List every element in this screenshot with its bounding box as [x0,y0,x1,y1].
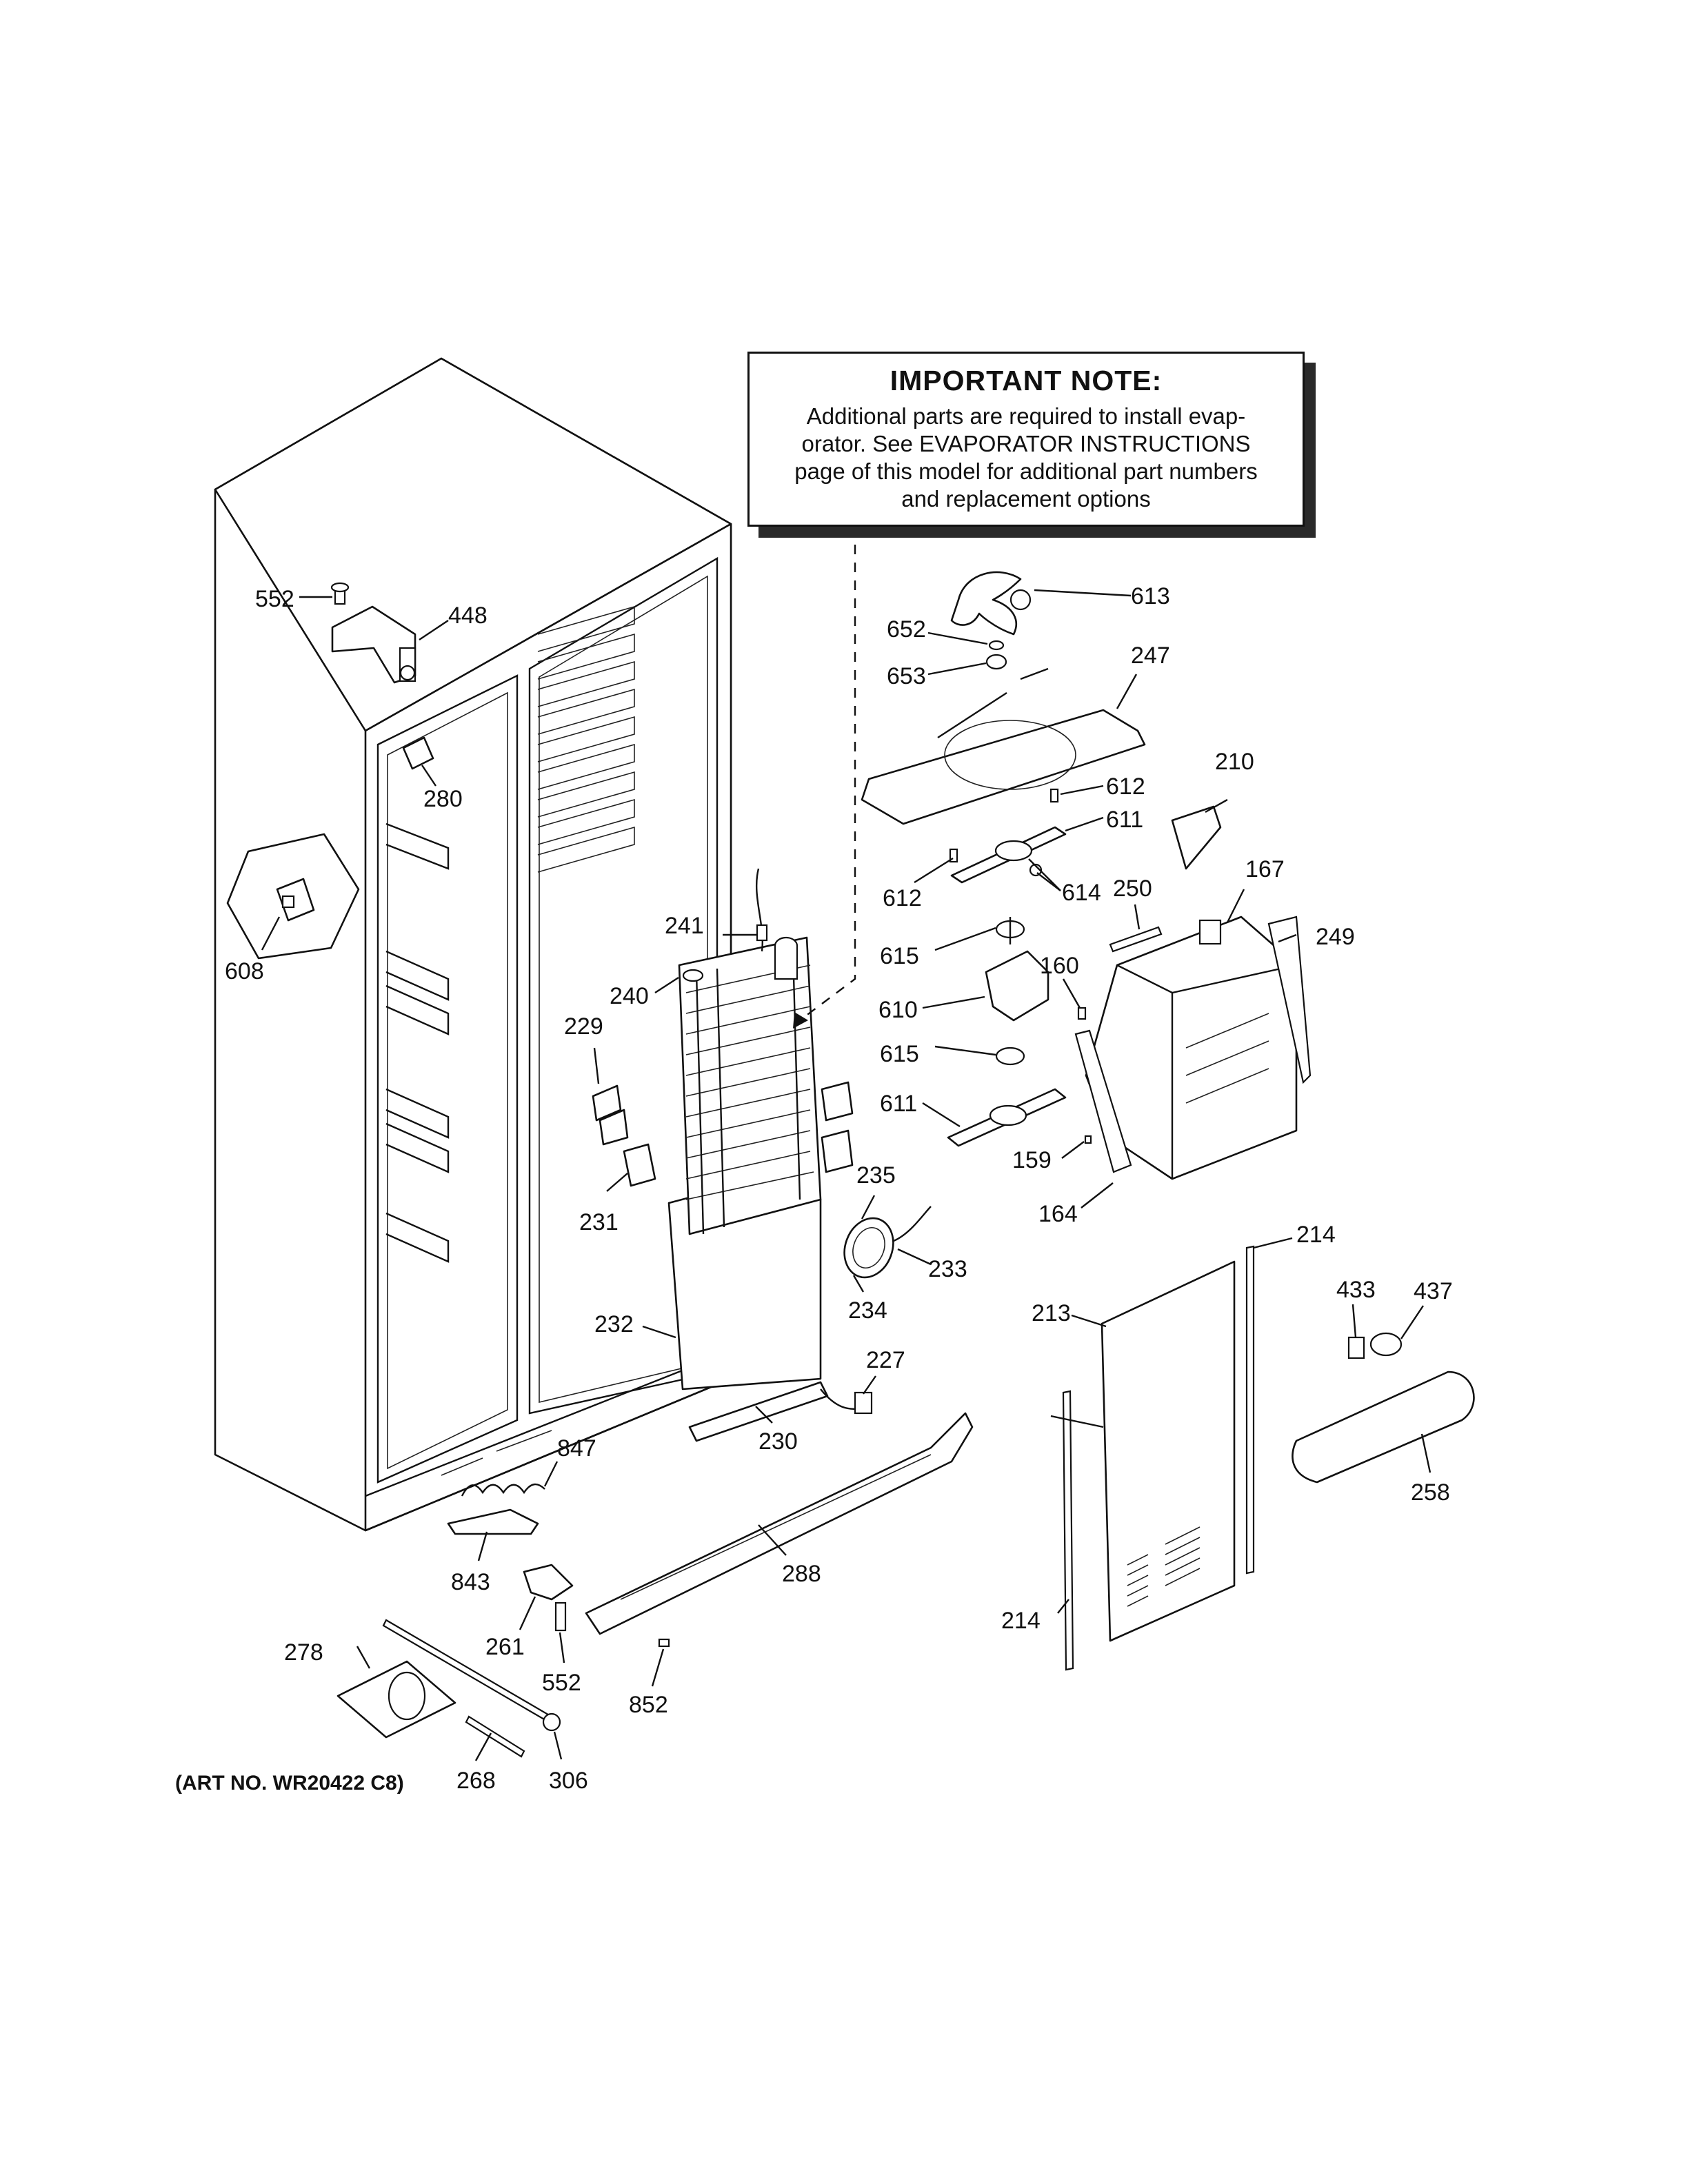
note-line: page of this model for additional part n… [794,458,1258,484]
note-body: Additional parts are required to install… [750,403,1303,513]
callout-268: 268 [456,1768,496,1794]
callout-612-left: 612 [883,885,922,911]
callout-234: 234 [848,1297,887,1324]
callout-843: 843 [451,1569,490,1595]
callout-613: 613 [1131,583,1170,609]
callout-615-top: 615 [880,943,919,969]
callout-213: 213 [1032,1300,1071,1326]
callout-261: 261 [485,1634,525,1660]
callout-615-bottom: 615 [880,1041,919,1067]
callout-233: 233 [928,1256,967,1282]
important-note: IMPORTANT NOTE: Additional parts are req… [747,352,1305,527]
callout-214-bottom: 214 [1001,1608,1041,1634]
screw-268 [465,1715,525,1758]
callout-611-bottom: 611 [880,1091,917,1117]
strip-250 [1109,926,1163,953]
mount-615-bottom [995,1046,1025,1066]
callout-240: 240 [610,983,649,1009]
bulb-437 [1369,1332,1403,1357]
callout-labels: 552 448 280 608 613 652 653 247 612 611 … [175,583,1453,1794]
fan-blade-613 [950,571,1032,636]
callout-159: 159 [1012,1147,1052,1173]
leader-lines [261,589,1431,1761]
roller-278 [336,1660,456,1739]
hinge-261 [523,1564,574,1601]
bolt-614 [1029,863,1043,877]
callout-167: 167 [1245,856,1285,882]
callout-210: 210 [1215,749,1254,775]
callout-232: 232 [594,1311,634,1337]
callout-258: 258 [1411,1479,1450,1506]
gasket-249 [1267,916,1312,1084]
callout-250: 250 [1113,876,1152,902]
note-line: Additional parts are required to install… [806,403,1246,429]
grommet-653 [985,654,1007,670]
callout-231: 231 [579,1209,619,1235]
callout-247: 247 [1131,643,1170,669]
note-line: and replacement options [901,486,1151,512]
callout-552-bottom: 552 [542,1670,581,1696]
part-843 [447,1508,539,1535]
screw-552-bottom [554,1601,567,1632]
callout-160: 160 [1040,953,1079,979]
spring-847 [461,1483,545,1497]
callout-448: 448 [448,603,488,629]
callout-612-right: 612 [1106,774,1145,800]
callout-241: 241 [665,913,704,939]
screw-612 [949,788,1059,863]
lamp-cover-258 [1292,1371,1475,1484]
clips-229 [592,1084,629,1146]
callout-611-top: 611 [1106,807,1143,833]
gasket-214 [1062,1245,1255,1671]
evaporator-assembly [667,868,822,1391]
gasket-164 [1074,1029,1132,1173]
callout-227: 227 [866,1347,905,1373]
callout-608: 608 [225,958,264,984]
motor-610 [985,917,1049,1022]
callout-653: 653 [887,663,926,689]
callout-437: 437 [1414,1278,1453,1304]
switch-608-detail [226,833,360,960]
callout-847: 847 [557,1435,596,1462]
panel-213 [1101,1260,1236,1642]
callout-278: 278 [284,1639,323,1666]
callout-249: 249 [1316,924,1355,950]
cover-288 [585,1412,974,1635]
callout-552: 552 [255,586,294,612]
hinge-448 [331,605,416,684]
washer-652 [988,640,1005,651]
lamp-socket-433 [1347,1336,1365,1359]
plate-210 [1171,805,1222,870]
callout-280: 280 [423,786,463,812]
callout-433: 433 [1336,1277,1376,1303]
note-line: orator. See EVAPORATOR INSTRUCTIONS [801,431,1251,456]
callout-610: 610 [878,997,918,1023]
cover-247 [861,667,1146,825]
part-280 [402,736,434,770]
callout-235: 235 [856,1162,896,1189]
callout-230: 230 [758,1428,798,1455]
part-159 [1084,1135,1092,1144]
bracket-611-bottom [947,1088,1067,1147]
callout-164: 164 [1038,1201,1078,1227]
callout-852: 852 [629,1692,668,1718]
callout-652: 652 [887,616,926,643]
cabinet [214,357,732,1532]
callout-306: 306 [549,1768,588,1794]
note-title: IMPORTANT NOTE: [890,365,1163,396]
bracket-611-top [950,826,1067,884]
part-160 [1077,1007,1087,1020]
rod-306 [382,1619,561,1732]
callout-214-top: 214 [1296,1222,1336,1248]
callout-614: 614 [1062,880,1101,906]
callout-229: 229 [564,1013,603,1040]
blocks-231 [623,1081,854,1187]
screw-552-top [330,582,350,605]
art-number: (ART NO. WR20422 C8) [175,1772,404,1794]
callout-288: 288 [782,1561,821,1587]
grille-235 [843,1206,932,1279]
clip-852 [658,1638,670,1648]
